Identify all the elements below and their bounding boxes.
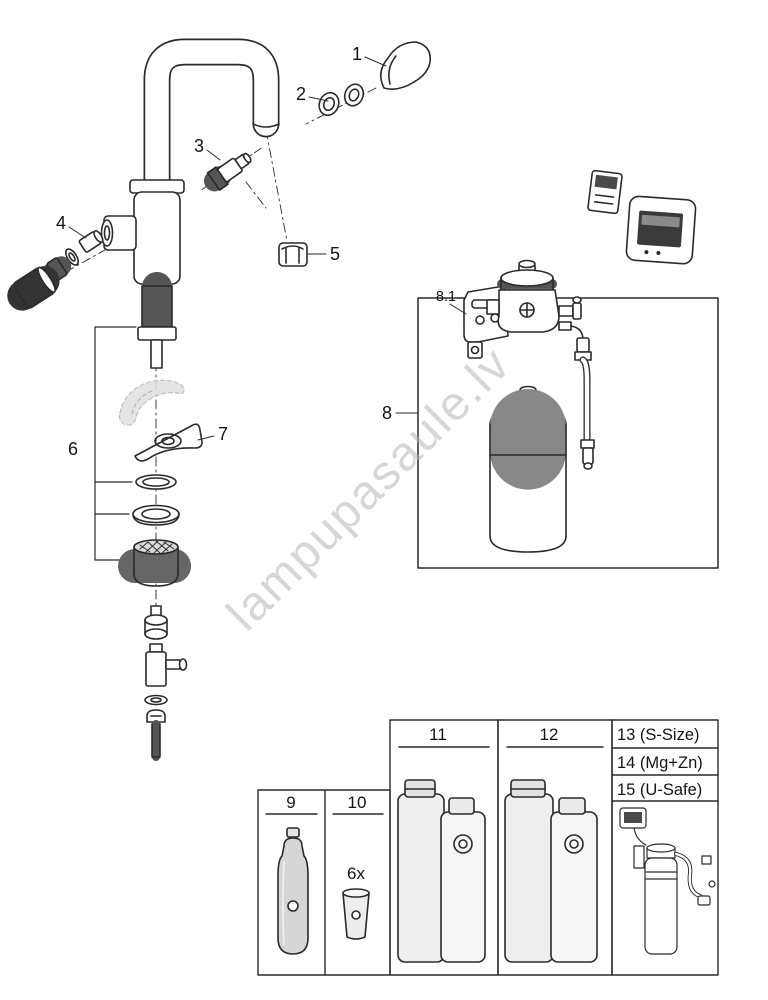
label-part-13: 13 (S-Size) bbox=[617, 726, 700, 744]
screw bbox=[146, 709, 166, 761]
watermark: lampupasaule.lv bbox=[217, 337, 521, 641]
label-part-2: 2 bbox=[296, 84, 306, 104]
label-part-7: 7 bbox=[218, 424, 228, 444]
washer bbox=[144, 694, 168, 706]
cup-part-10 bbox=[342, 888, 370, 940]
label-part-5: 5 bbox=[330, 244, 340, 264]
label-part-15: 15 (U-Safe) bbox=[617, 781, 702, 799]
label-part-1: 1 bbox=[352, 44, 362, 64]
label-part-6: 6 bbox=[68, 439, 78, 459]
filter-hose bbox=[574, 337, 595, 470]
ghost-part bbox=[118, 379, 185, 426]
mini-filter-system bbox=[619, 807, 716, 955]
bottle-part-9 bbox=[277, 827, 309, 955]
seal-ring-b bbox=[132, 504, 180, 526]
label-part-14: 14 (Mg+Zn) bbox=[617, 754, 703, 772]
label-part-3: 3 bbox=[194, 136, 204, 156]
label-part-10-qty: 6x bbox=[347, 864, 365, 883]
label-part-4: 4 bbox=[56, 213, 66, 233]
aerator-part-3 bbox=[201, 147, 262, 192]
faucet-body bbox=[100, 179, 185, 285]
battery-unit bbox=[587, 169, 623, 215]
cartridges-part-11 bbox=[397, 779, 486, 963]
part-labels: 1 2 3 4 5 6 7 8 8.1 9 10 6x 11 12 13 (S-… bbox=[56, 44, 703, 883]
seal-rings-part-2 bbox=[318, 83, 365, 117]
threaded-shank bbox=[137, 272, 177, 369]
handle-part-1 bbox=[380, 41, 432, 90]
table-13-15 bbox=[611, 719, 719, 976]
label-part-8: 8 bbox=[382, 403, 392, 423]
leader-lines bbox=[68, 56, 467, 441]
spout bbox=[143, 38, 280, 210]
label-part-9: 9 bbox=[286, 793, 295, 812]
label-part-10: 10 bbox=[348, 793, 367, 812]
filter-cartridge bbox=[489, 385, 567, 553]
seal-ring-a bbox=[135, 474, 177, 490]
tee-valve bbox=[145, 643, 188, 687]
filter-box-8 bbox=[417, 297, 719, 569]
strainer-nut bbox=[118, 539, 194, 587]
label-part-8-1: 8.1 bbox=[436, 289, 456, 305]
escutcheon-part-7 bbox=[134, 423, 203, 462]
group-bracket-6 bbox=[94, 326, 137, 561]
label-part-11: 11 bbox=[429, 725, 447, 744]
filter-head bbox=[486, 259, 584, 341]
label-part-12: 12 bbox=[540, 725, 559, 744]
side-valve-part-4 bbox=[7, 230, 104, 311]
display-unit bbox=[625, 195, 697, 265]
cartridges-part-12 bbox=[504, 779, 598, 963]
cap-nut-part-5 bbox=[278, 242, 308, 267]
hose-clip bbox=[144, 605, 168, 640]
